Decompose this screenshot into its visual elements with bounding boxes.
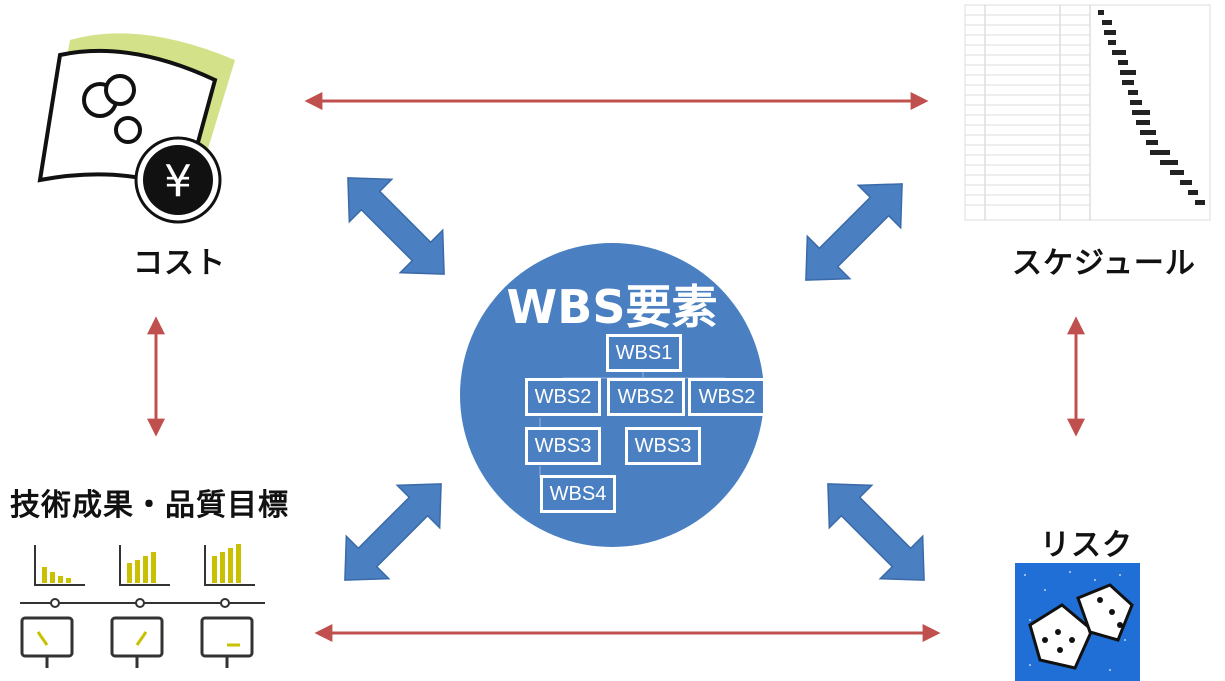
wbs3-box-1: WBS3 [525, 427, 601, 465]
block-arrow-center-risk [827, 483, 925, 581]
risk-label: リスク [1040, 528, 1133, 563]
wbs-center: WBS要素 [460, 243, 764, 547]
block-arrow-center-cost [347, 177, 445, 275]
gantt-chart-icon [964, 4, 1211, 221]
wbs1-box: WBS1 [606, 334, 682, 372]
wbs4-box: WBS4 [540, 475, 616, 513]
block-arrow-center-schedule [805, 183, 903, 281]
money-yen-icon: ¥ [37, 33, 235, 224]
wbs2-box-1: WBS2 [525, 378, 601, 416]
wbs-title: WBS要素 [506, 280, 718, 334]
svg-text:¥: ¥ [164, 156, 192, 207]
wbs3-box-2: WBS3 [625, 427, 701, 465]
dice-icon [1015, 563, 1140, 681]
schedule-label: スケジュール [1012, 246, 1196, 281]
cost-label: コスト [133, 246, 226, 281]
block-arrow-center-tech [344, 483, 442, 581]
wbs2-box-2: WBS2 [607, 378, 685, 416]
wbs2-box-3: WBS2 [688, 378, 766, 416]
progress-dashboard-icon [20, 544, 265, 668]
tech-quality-label: 技術成果・品質目標 [10, 488, 289, 523]
